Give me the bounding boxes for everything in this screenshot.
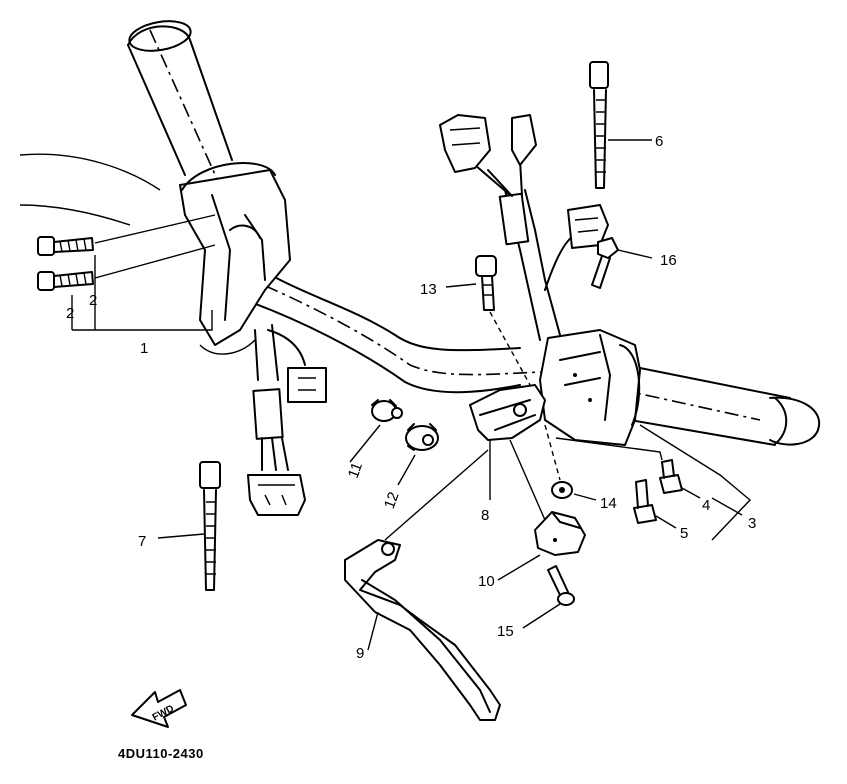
tie-band-6 bbox=[589, 61, 652, 189]
callout-9: 9 bbox=[356, 645, 364, 662]
screws-part-2 bbox=[37, 214, 216, 291]
callout-5: 5 bbox=[680, 525, 688, 542]
left-switch-housing bbox=[179, 162, 291, 355]
clutch-lever bbox=[344, 449, 501, 721]
callout-1: 1 bbox=[140, 340, 148, 357]
leader-part-1 bbox=[71, 255, 213, 331]
callout-2a: 2 bbox=[89, 292, 97, 309]
nut-14 bbox=[544, 424, 597, 501]
callout-8: 8 bbox=[481, 507, 489, 524]
callout-2b: 2 bbox=[66, 305, 74, 322]
tie-band-7 bbox=[157, 461, 221, 591]
screw-15 bbox=[522, 565, 575, 629]
right-harness bbox=[439, 114, 609, 341]
handlebar bbox=[19, 20, 821, 446]
callout-13: 13 bbox=[420, 281, 437, 298]
screws-4-5 bbox=[555, 424, 752, 541]
left-harness bbox=[247, 324, 327, 516]
callout-14: 14 bbox=[600, 495, 617, 512]
adjuster-11 bbox=[349, 399, 403, 463]
callout-11: 11 bbox=[345, 460, 366, 480]
adjuster-12 bbox=[397, 423, 439, 486]
switch-10 bbox=[497, 439, 586, 581]
right-switch-housing bbox=[539, 329, 641, 446]
bolt-13 bbox=[445, 255, 531, 386]
callout-15: 15 bbox=[497, 623, 514, 640]
callout-12: 12 bbox=[381, 490, 403, 511]
callout-7: 7 bbox=[138, 533, 146, 550]
callout-labels: 1 2 2 3 4 5 6 7 8 9 10 11 12 13 14 15 16 bbox=[66, 133, 756, 662]
forward-arrow-icon: FWD bbox=[131, 689, 187, 728]
lever-holder bbox=[469, 384, 546, 500]
bolt-16 bbox=[591, 237, 653, 289]
callout-10: 10 bbox=[478, 573, 495, 590]
callout-3: 3 bbox=[748, 515, 756, 532]
callout-16: 16 bbox=[660, 252, 677, 269]
callout-6: 6 bbox=[655, 133, 663, 150]
callout-4: 4 bbox=[702, 497, 710, 514]
part-code: 4DU110-2430 bbox=[118, 746, 204, 761]
